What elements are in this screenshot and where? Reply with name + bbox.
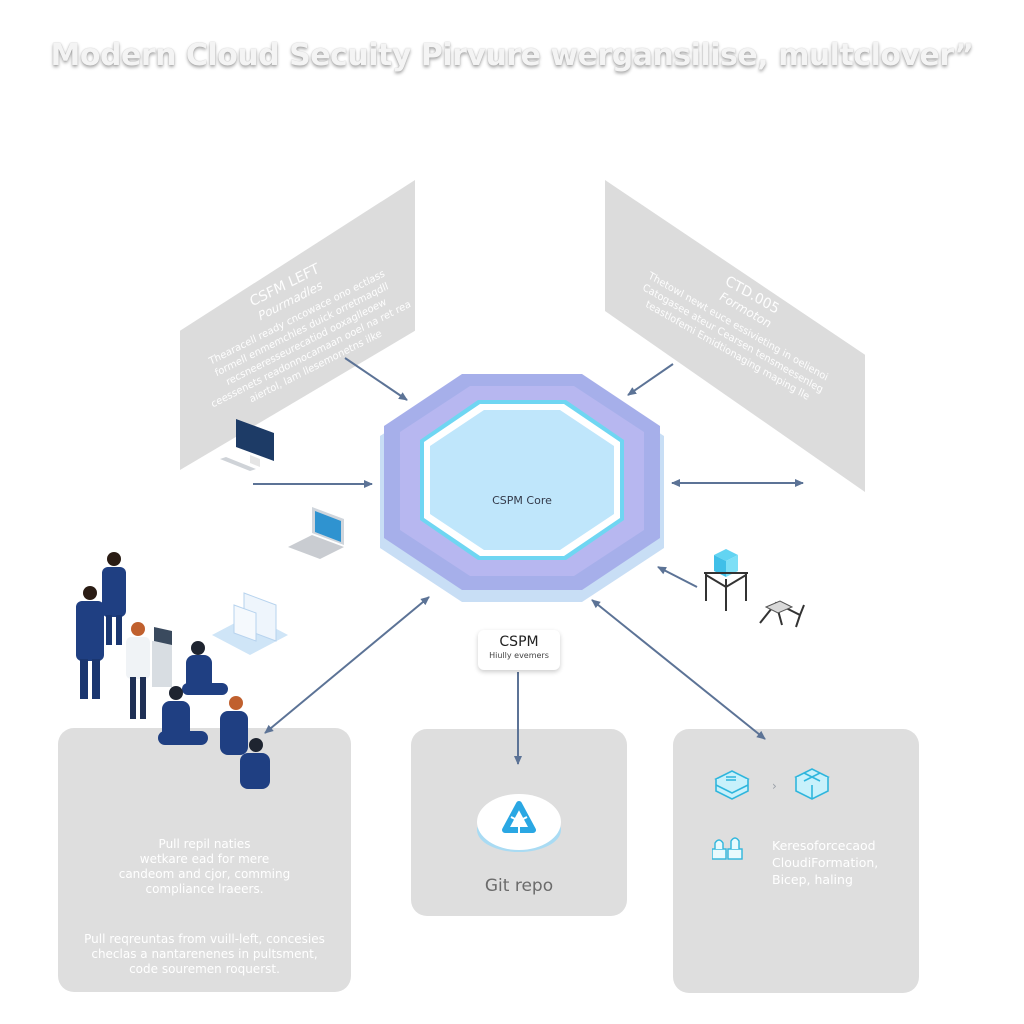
diagram-title: Modern Cloud Secuity Pirvure wergansilis… bbox=[50, 38, 974, 73]
hub-subtitle: CSPM Core bbox=[492, 494, 552, 507]
workflow-card-text-top: Pull repil naties wetkare ead for mere c… bbox=[58, 837, 351, 897]
cspm-badge[interactable]: CSPM Hiully evemers bbox=[478, 630, 560, 670]
security-team-illustration bbox=[76, 552, 270, 789]
bicep-stack-icon bbox=[712, 837, 743, 860]
laptop-icon bbox=[288, 507, 344, 559]
text-line: Pull repil naties bbox=[158, 837, 251, 851]
hub-title: CSPM bbox=[459, 78, 585, 122]
text-line: candeom and cjor, comming bbox=[118, 867, 291, 881]
person-standing-icon bbox=[76, 586, 104, 699]
cspm-core-hub[interactable] bbox=[378, 370, 666, 610]
iac-card-text: Keresoforcecaod CloudiFormation, Bicep, … bbox=[772, 837, 912, 888]
terraform-block-icon bbox=[714, 770, 750, 800]
person-seated-icon bbox=[220, 696, 248, 755]
person-seated-icon bbox=[240, 738, 270, 789]
person-standing-icon bbox=[102, 552, 126, 645]
text-line: compliance lraeers. bbox=[145, 882, 264, 896]
workstation-screen-icon bbox=[212, 592, 288, 655]
cluster-stand-icon bbox=[704, 549, 805, 628]
person-seated-icon bbox=[158, 686, 208, 745]
workflow-card-text-bottom: Pull reqreuntas from vuill-left, concesi… bbox=[58, 932, 351, 977]
git-repo-button[interactable] bbox=[475, 790, 563, 854]
text-line: Keresoforcecaod bbox=[772, 838, 876, 853]
cloudformation-cube-icon bbox=[794, 768, 830, 800]
iac-card bbox=[673, 729, 919, 993]
git-repo-label: Git repo bbox=[484, 876, 554, 896]
badge-subtitle: Hiully evemers bbox=[489, 651, 549, 660]
desktop-computer-icon bbox=[220, 419, 274, 471]
text-line: code souremen roquerst. bbox=[129, 962, 280, 976]
text-line: Bicep, haling bbox=[772, 872, 853, 887]
iac-icons: › bbox=[712, 768, 830, 860]
badge-title: CSPM bbox=[499, 634, 539, 650]
person-standing-icon bbox=[126, 622, 172, 719]
chevron-right-icon: › bbox=[772, 779, 777, 793]
person-seated-icon bbox=[182, 641, 228, 695]
workflow-card bbox=[58, 728, 351, 992]
text-line: wetkare ead for mere bbox=[139, 852, 270, 866]
text-line: checlas a nantarenenes in pultsment, bbox=[91, 947, 318, 961]
text-line: Pull reqreuntas from vuill-left, concesi… bbox=[84, 932, 325, 946]
text-line: CloudiFormation, bbox=[772, 855, 879, 870]
